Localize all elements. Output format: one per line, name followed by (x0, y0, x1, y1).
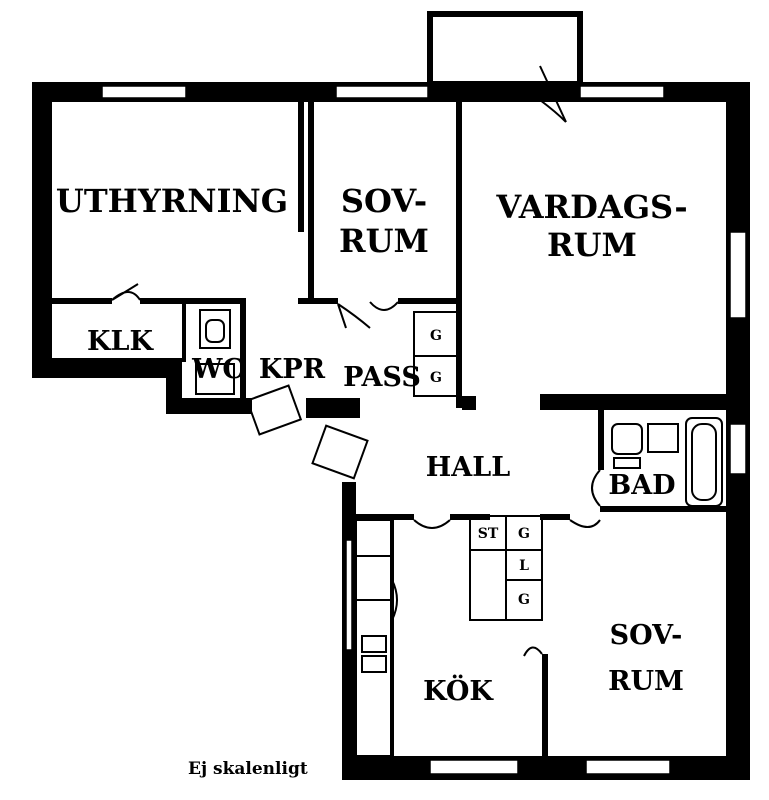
room-label-kok: KÖK (423, 673, 494, 707)
room-label-vardagsrum-line2: RUM (547, 226, 637, 264)
closet-label-g-hall-2: G (518, 592, 530, 608)
closet-label-g-pass-1: G (430, 328, 442, 344)
room-label-uthyrning: UTHYRNING (56, 182, 288, 220)
room-label-bad: BAD (608, 470, 675, 501)
doors (111, 65, 601, 657)
scale-note: Ej skalenligt (188, 759, 308, 779)
room-label-wc: WC (191, 354, 244, 385)
room-label-vardagsrum-line1: VARDAGS- (495, 188, 687, 226)
closet-label-g-pass-2: G (430, 370, 442, 386)
closet-label-l: L (519, 558, 529, 574)
room-label-sovrum-2-line1: SOV- (610, 620, 683, 651)
balcony (427, 11, 583, 87)
room-label-klk: KLK (87, 326, 154, 357)
closet-label-g-hall-1: G (518, 526, 530, 542)
interior-walls (52, 102, 726, 758)
fixtures (195, 309, 723, 757)
room-label-sovrum-1-line2: RUM (339, 222, 429, 260)
room-label-hall: HALL (426, 452, 510, 483)
windows (101, 85, 747, 775)
room-label-sovrum-1-line1: SOV- (341, 182, 427, 220)
closet-label-st: ST (478, 526, 499, 542)
room-label-pass: PASS (343, 362, 421, 393)
room-label-kpr: KPR (259, 354, 326, 385)
room-label-sovrum-2-line2: RUM (608, 666, 684, 697)
